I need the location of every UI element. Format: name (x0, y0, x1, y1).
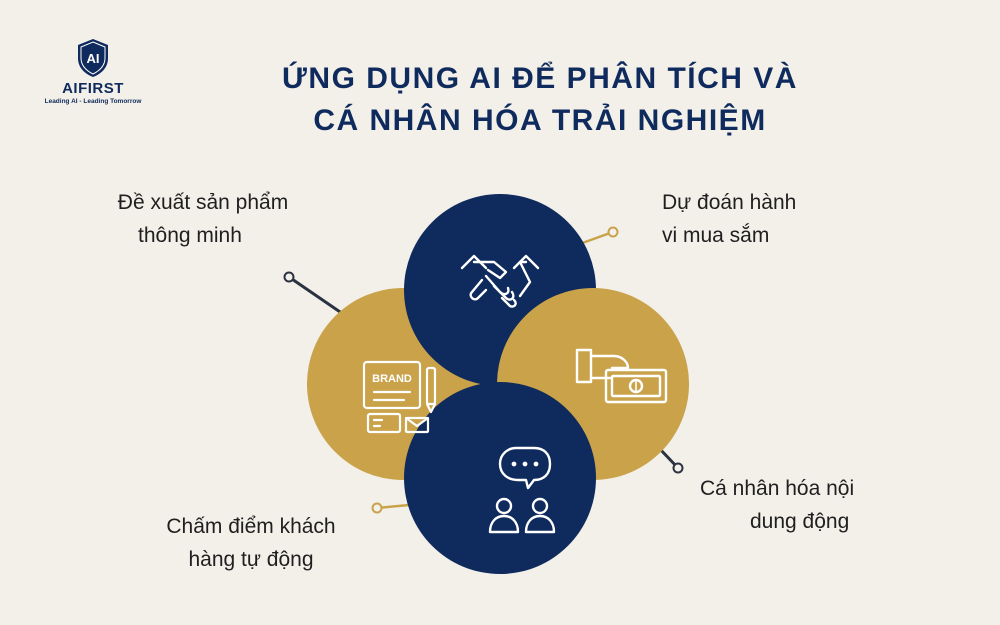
brand-card-icon: BRAND (362, 360, 437, 434)
label-purchase-prediction-line-2: vi mua sắm (662, 224, 770, 247)
label-purchase-prediction-line-1: Dự đoán hành (662, 191, 797, 214)
label-customer-scoring-line-2: hàng tự động (188, 548, 314, 571)
label-customer-scoring: Chấm điểm khách hàng tự động (158, 510, 344, 576)
logo-text: AIFIRST (62, 80, 124, 97)
label-dynamic-content-line-2: dung động (750, 510, 850, 533)
logo-tagline: Leading AI - Leading Tomorrow (44, 98, 142, 105)
title-line-1: ỨNG DỤNG AI ĐỂ PHÂN TÍCH VÀ (282, 62, 798, 95)
label-dynamic-content: Cá nhân hóa nội dung động (700, 472, 854, 538)
label-product-recommendation-line-2: thông minh (138, 224, 242, 247)
svg-text:BRAND: BRAND (372, 373, 412, 385)
circle-bottom (404, 382, 596, 574)
shield-logo-icon: AI (78, 39, 108, 77)
page-title: ỨNG DỤNG AI ĐỂ PHÂN TÍCH VÀ CÁ NHÂN HÓA … (170, 58, 910, 142)
label-purchase-prediction: Dự đoán hành vi mua sắm (662, 186, 796, 252)
users-chat-icon (488, 446, 556, 534)
title-line-2: CÁ NHÂN HÓA TRẢI NGHIỆM (313, 104, 767, 137)
handshake-icon (460, 254, 540, 308)
connector-dot-bottom-left (371, 502, 383, 514)
label-dynamic-content-line-1: Cá nhân hóa nội (700, 477, 855, 500)
connector-dot-bottom-right (672, 462, 684, 474)
connector-dot-top-right (607, 226, 619, 238)
label-product-recommendation: Đề xuất sản phẩm thông minh (108, 186, 298, 252)
brand-logo: AI AIFIRST Leading AI - Leading Tomorrow (28, 38, 158, 105)
hand-money-icon (575, 348, 668, 404)
connector-dot-top-left (283, 271, 295, 283)
logo-monogram: AI (87, 51, 100, 66)
label-product-recommendation-line-1: Đề xuất sản phẩm (117, 191, 289, 214)
label-customer-scoring-line-1: Chấm điểm khách (166, 515, 336, 538)
